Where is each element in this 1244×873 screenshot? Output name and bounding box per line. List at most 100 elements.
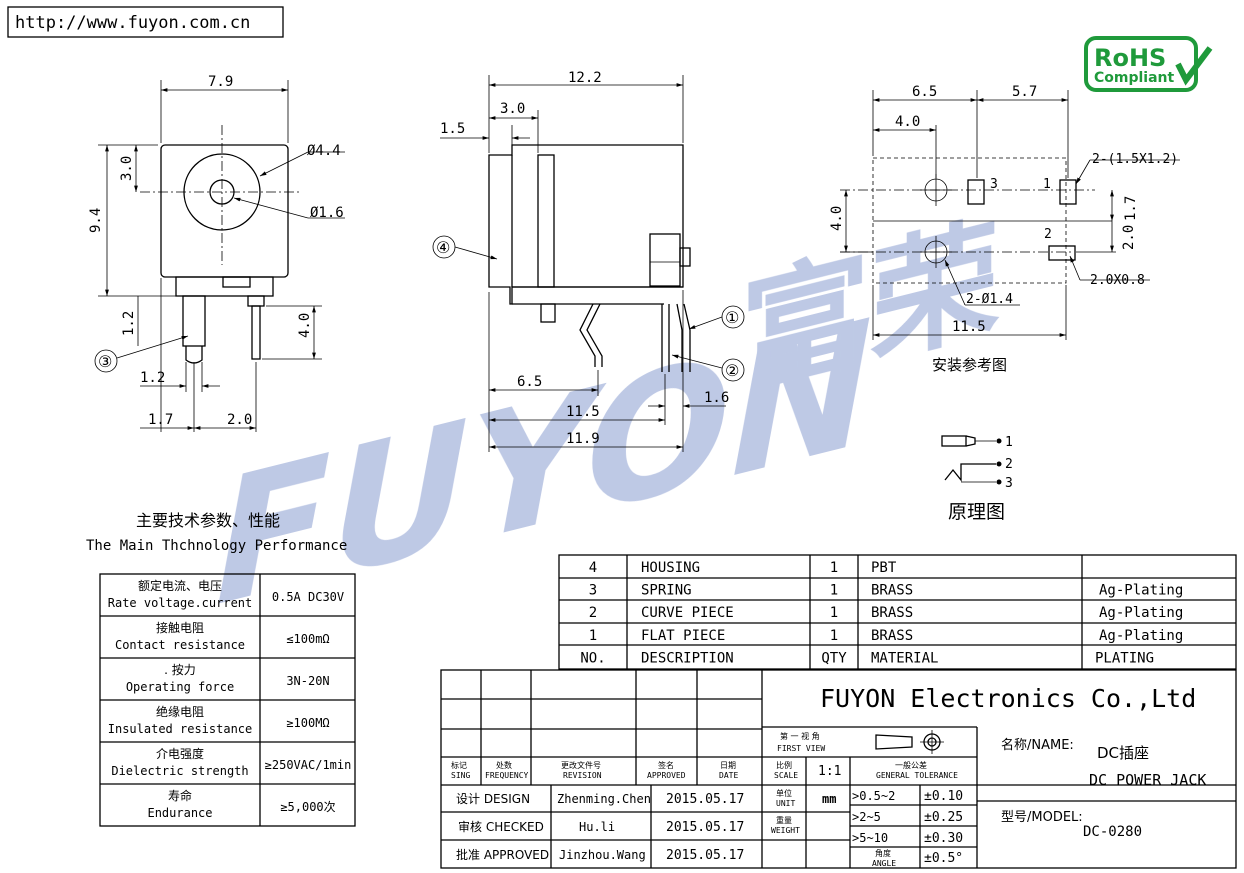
svg-text:WEIGHT: WEIGHT [771,826,800,835]
svg-text:2015.05.17: 2015.05.17 [666,820,744,835]
svg-text:SCALE: SCALE [774,771,798,780]
svg-text:①: ① [725,308,739,327]
svg-text:审核 CHECKED: 审核 CHECKED [458,819,544,834]
tolerance-value: ±0.25 [924,810,963,825]
svg-text:11.5: 11.5 [566,404,600,420]
svg-text:1.6: 1.6 [704,390,729,406]
svg-text:±0.5°: ±0.5° [924,851,963,866]
svg-text:批准 APPROVED: 批准 APPROVED [456,847,549,862]
bom-plating: Ag-Plating [1099,628,1183,644]
bom-no: NO. [580,650,605,666]
svg-text:6.5: 6.5 [517,374,542,390]
svg-text:主要技术参数、性能: 主要技术参数、性能 [136,511,280,530]
bom-qty: 1 [830,605,838,621]
spec-row-en: Insulated resistance [108,722,253,736]
svg-text:5.7: 5.7 [1012,84,1037,100]
svg-text:2-(1.5X1.2): 2-(1.5X1.2) [1092,152,1178,167]
svg-text:原理图: 原理图 [948,501,1005,523]
bom-qty: 1 [830,628,838,644]
schematic: 1 2 3 原理图 [941,435,1013,523]
svg-text:1.5: 1.5 [440,121,465,137]
svg-text:3.0: 3.0 [119,156,135,181]
spec-row-value: ≥250VAC/1min [265,758,352,772]
svg-text:7.9: 7.9 [208,74,233,90]
svg-text:日期: 日期 [720,761,736,770]
svg-text:6.5: 6.5 [912,84,937,100]
bom-material: BRASS [871,605,913,621]
svg-text:4.0: 4.0 [895,114,920,130]
bom-material: BRASS [871,628,913,644]
title-block: FUYON Electronics Co.,Ltd 第 一 视 角 FIRST … [440,669,1237,869]
svg-text:富荣: 富荣 [740,201,1000,417]
svg-text:②: ② [725,361,739,380]
spec-row-en: Rate voltage.current [108,596,253,610]
bom-no: 4 [589,560,597,576]
svg-text:Zhenming.Chen: Zhenming.Chen [557,792,651,806]
svg-text:UNIT: UNIT [776,799,795,808]
svg-text:3: 3 [990,177,998,192]
spec-row-cn: 介电强度 [156,746,204,761]
svg-text:2015.05.17: 2015.05.17 [666,792,744,807]
svg-text:④: ④ [436,238,450,257]
spec-row-cn: 绝缘电阻 [156,704,204,719]
svg-text:2015.05.17: 2015.05.17 [666,848,744,863]
svg-text:标记: 标记 [451,760,467,770]
svg-text:更改文件号: 更改文件号 [561,760,601,770]
tolerance-value: ±0.30 [924,831,963,846]
svg-text:Ø4.4: Ø4.4 [307,143,341,159]
bom-desc: SPRING [641,583,692,599]
svg-text:1.2: 1.2 [121,311,137,336]
svg-text:9.4: 9.4 [88,208,104,233]
bom-qty: QTY [821,650,847,666]
spec-row-cn: 额定电流、电压 [138,578,222,593]
svg-text:1: 1 [1043,177,1051,192]
bom-qty: 1 [830,560,838,576]
bom-plating: Ag-Plating [1099,583,1183,599]
svg-text:mm: mm [822,792,836,806]
spec-row-en: Operating force [126,680,234,694]
svg-text:FREQUENCY: FREQUENCY [485,771,529,780]
spec-row-en: Endurance [147,806,212,820]
svg-text:2: 2 [1044,227,1052,242]
svg-text:1.7: 1.7 [148,412,173,428]
spec-row-value: 0.5A DC30V [272,590,344,604]
svg-text:REVISION: REVISION [563,771,602,780]
svg-text:安装参考图: 安装参考图 [932,356,1007,374]
svg-text:单位: 单位 [776,788,792,798]
svg-text:11.5: 11.5 [952,319,986,335]
svg-text:DC插座: DC插座 [1097,744,1149,762]
svg-text:Ø1.6: Ø1.6 [310,205,344,221]
svg-text:SING: SING [451,771,470,780]
svg-text:DATE: DATE [719,771,738,780]
svg-text:重量: 重量 [776,815,792,825]
bom-material: BRASS [871,583,913,599]
bom-desc: DESCRIPTION [641,650,734,666]
svg-text:3.0: 3.0 [500,101,525,117]
bom-desc: FLAT PIECE [641,628,725,644]
svg-text:Compliant: Compliant [1094,70,1175,86]
svg-text:2: 2 [1005,457,1013,472]
svg-text:RoHS: RoHS [1094,44,1166,72]
svg-text:Hu.li: Hu.li [579,820,615,834]
svg-text:2.0: 2.0 [1121,225,1137,250]
svg-text:GENERAL TOLERANCE: GENERAL TOLERANCE [876,771,958,780]
svg-text:2.0: 2.0 [227,412,252,428]
spec-row-value: 3N-20N [286,674,329,688]
spec-row-value: ≥100MΩ [286,716,329,730]
spec-row-en: Dielectric strength [111,764,248,778]
svg-text:11.9: 11.9 [566,431,600,447]
svg-text:4.0: 4.0 [829,206,845,231]
bom-plating: Ag-Plating [1099,605,1183,621]
tolerance-range: >5~10 [852,831,888,845]
spec-row-en: Contact resistance [115,638,245,652]
svg-text:③: ③ [98,352,112,371]
svg-text:2.0X0.8: 2.0X0.8 [1090,273,1145,288]
svg-text:处数: 处数 [496,760,512,770]
bom-plating: PLATING [1095,650,1154,666]
spec-row-cn: 寿命 [168,788,192,803]
svg-text:1: 1 [1005,435,1013,450]
svg-text:比例: 比例 [776,760,792,770]
bom-no: 1 [589,628,597,644]
